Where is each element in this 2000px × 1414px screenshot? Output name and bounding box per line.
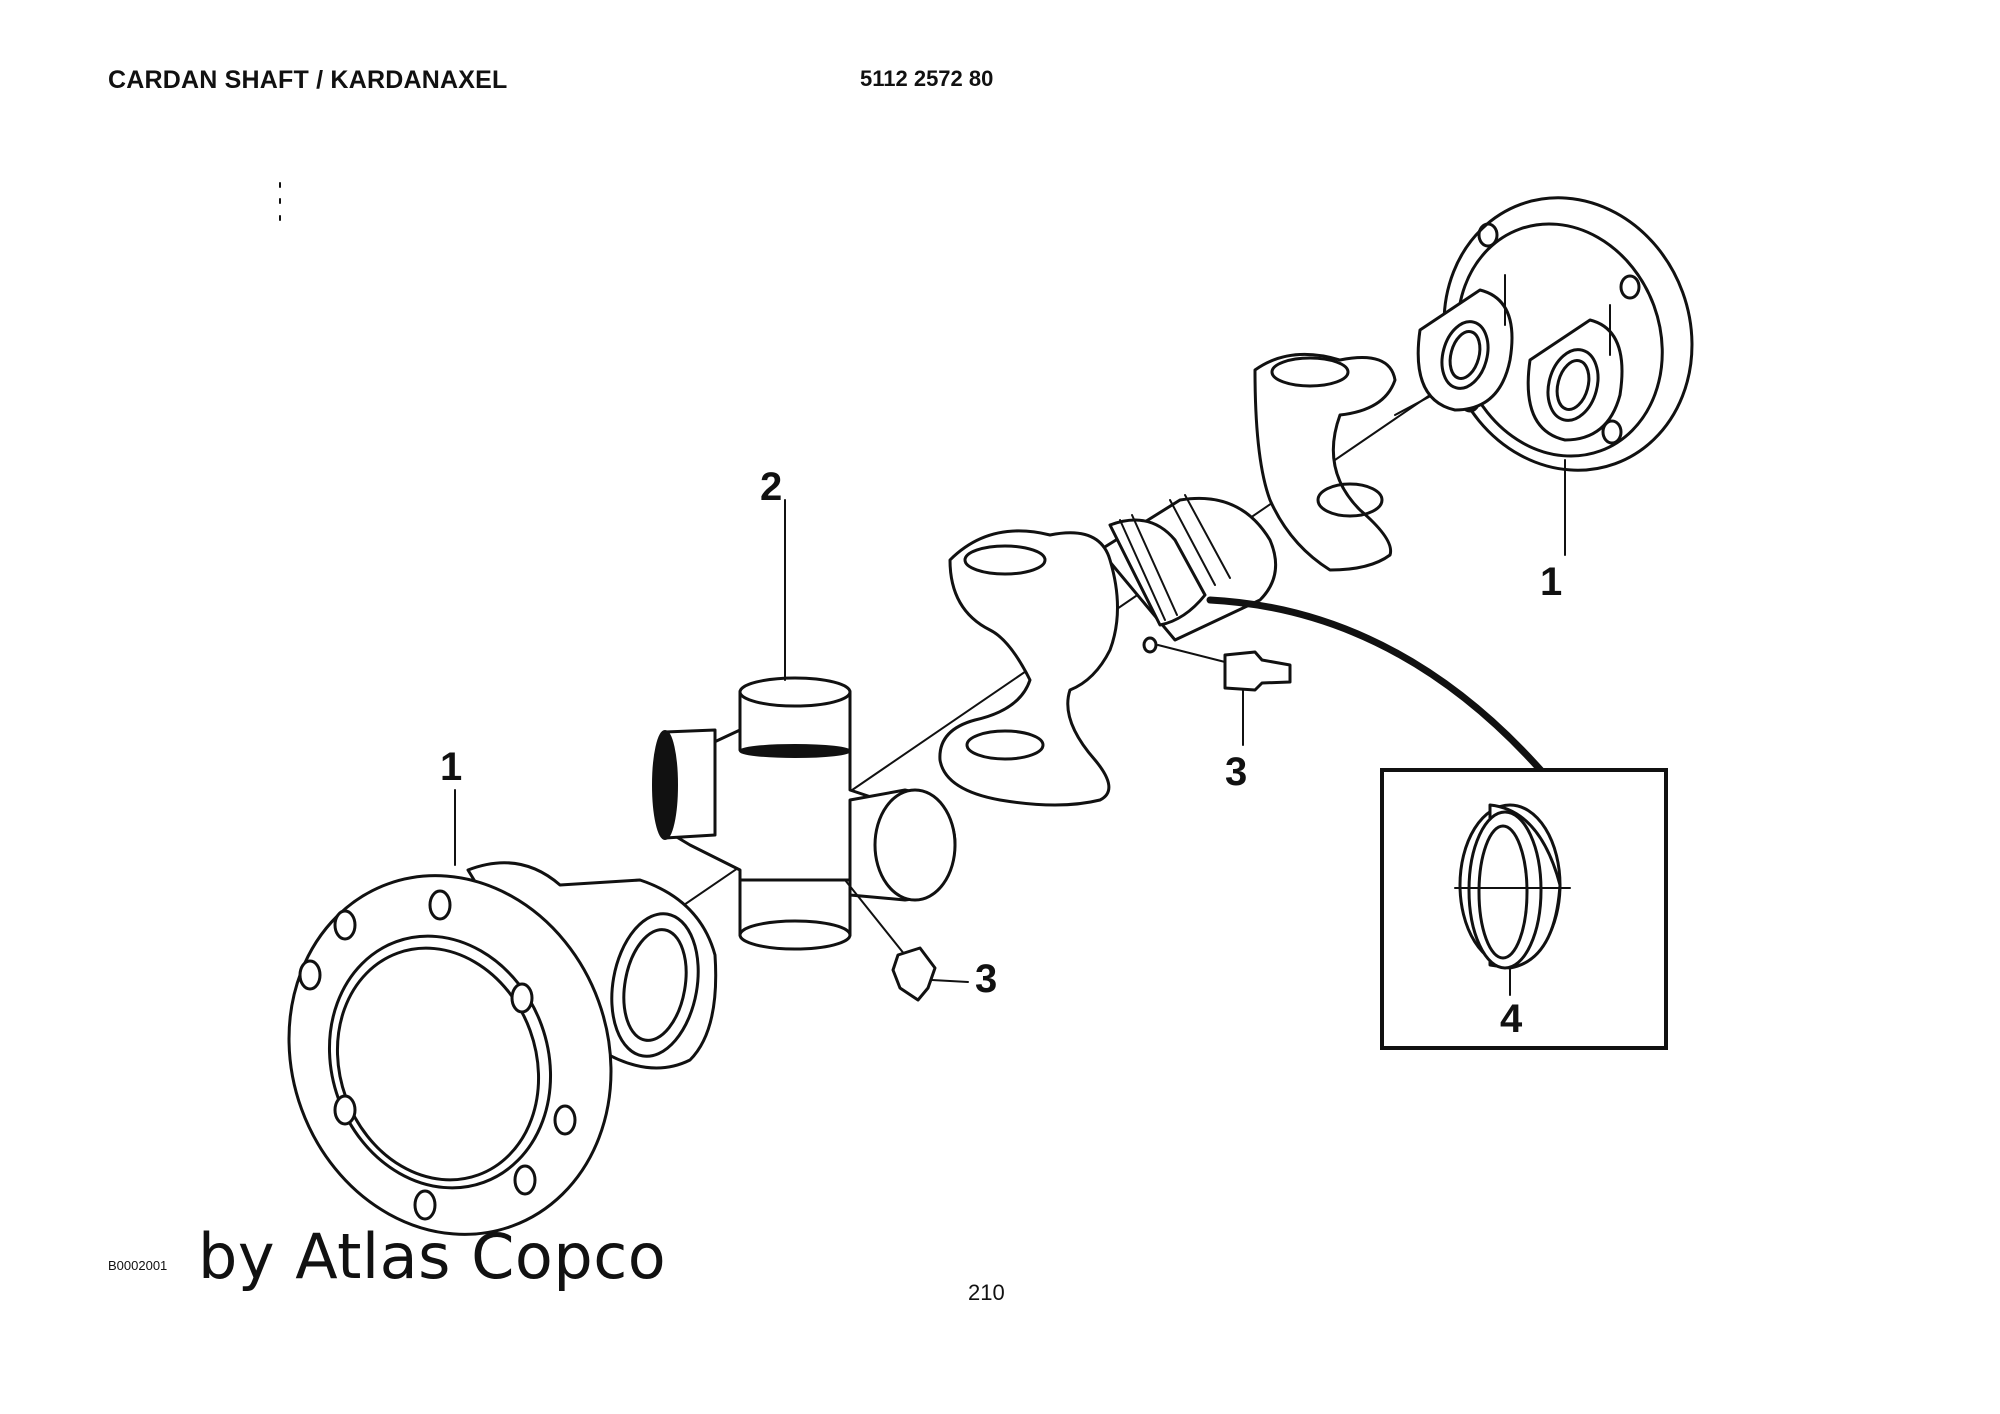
universal-joint-spider xyxy=(652,676,957,951)
flange-yoke-right xyxy=(1416,196,1694,472)
grease-nipple-upper xyxy=(1157,644,1292,746)
page-number: 210 xyxy=(968,1280,1005,1305)
document-title: CARDAN SHAFT / KARDANAXEL xyxy=(108,66,508,94)
callout-3-lower: 3 xyxy=(975,957,997,1001)
cardan-shaft-body xyxy=(938,352,1397,807)
callout-leaders xyxy=(454,459,1566,866)
callout-1-left: 1 xyxy=(440,745,462,789)
grease-nipple-lower xyxy=(844,879,969,1002)
callout-4-ring: 4 xyxy=(1500,997,1523,1041)
callout-3-upper: 3 xyxy=(1225,750,1247,794)
figure-code: B0002001 xyxy=(108,1258,168,1273)
flange-yoke-left xyxy=(287,861,718,1236)
watermark-text: by Atlas Copco xyxy=(198,1220,667,1293)
part-number: 5112 2572 80 xyxy=(860,66,994,91)
bearing-ring-detail-box xyxy=(1380,768,1668,1050)
callout-1-right: 1 xyxy=(1540,560,1562,604)
callout-2-spider: 2 xyxy=(760,465,782,509)
leader-to-ring-detail xyxy=(1206,596,1549,779)
